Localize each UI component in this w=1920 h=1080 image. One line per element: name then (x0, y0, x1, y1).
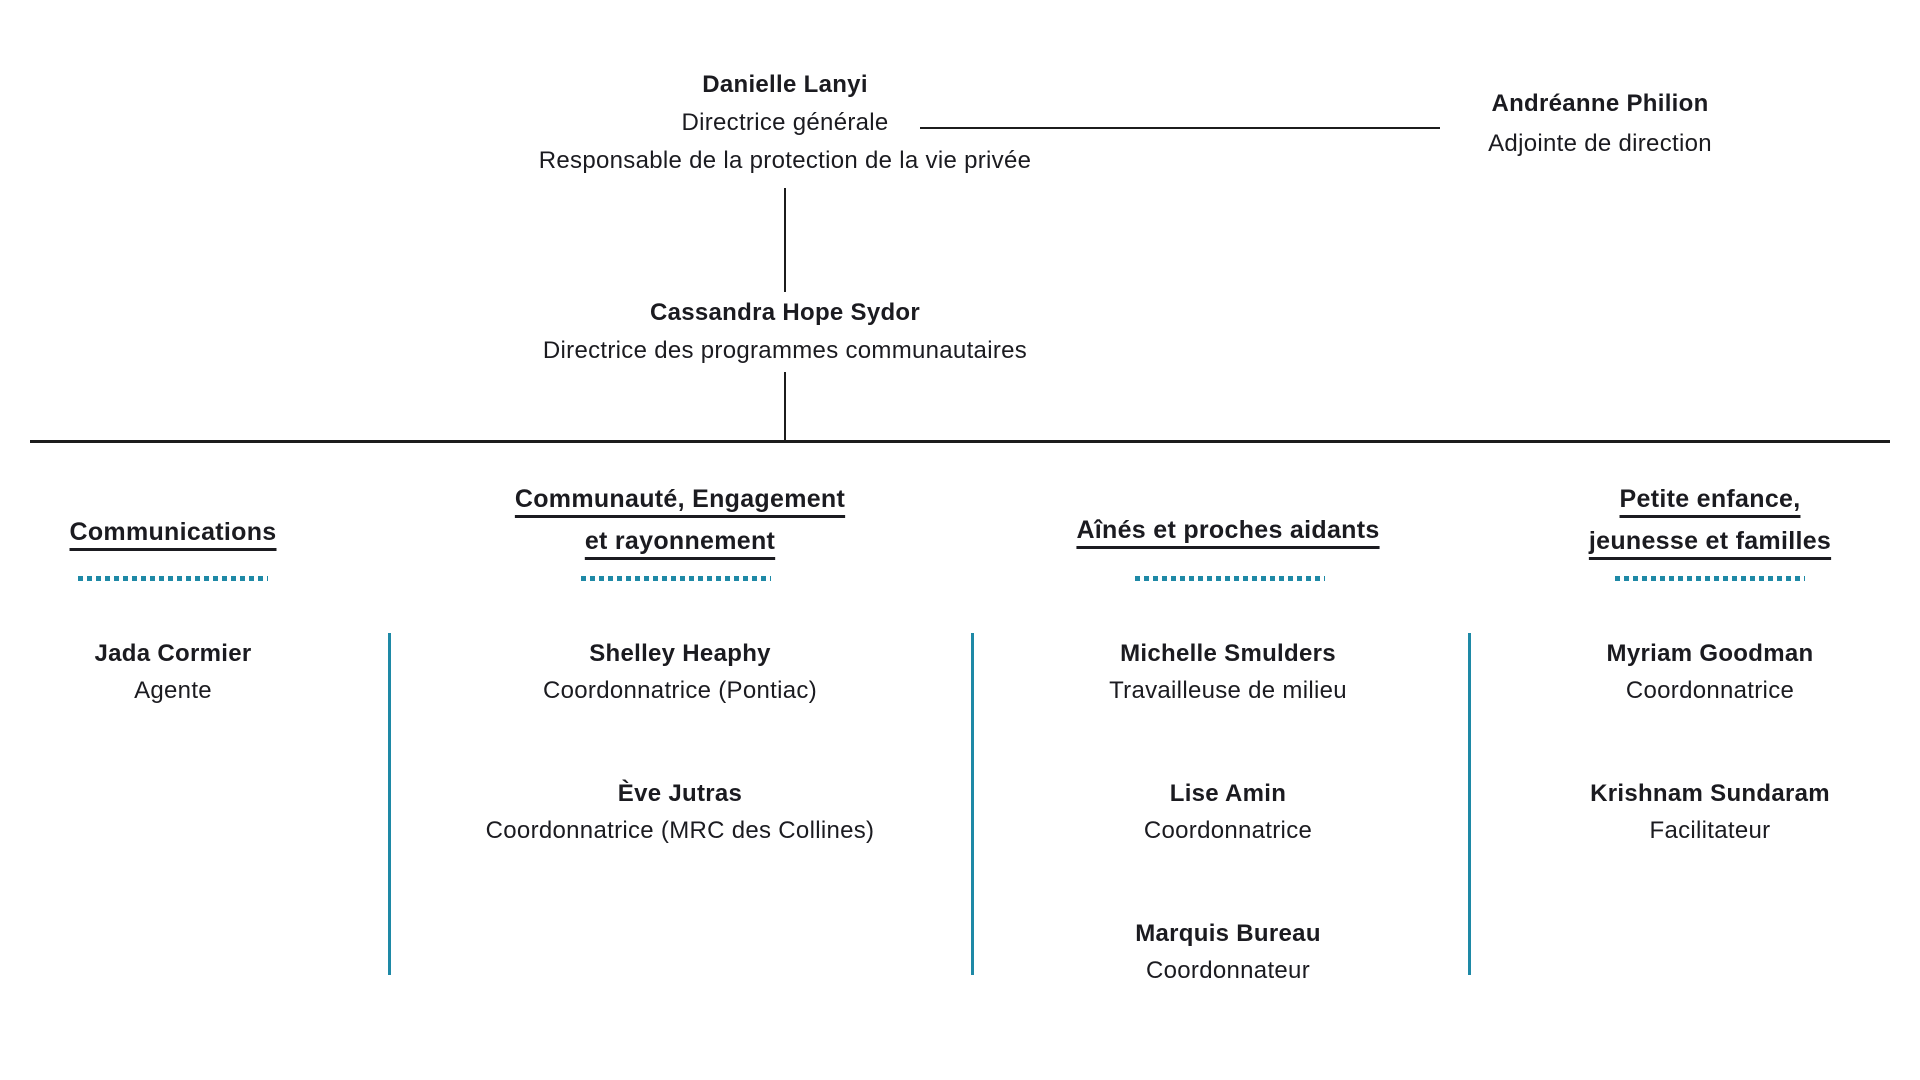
person-role: Coordonnateur (1145, 957, 1310, 984)
member-card: Ève Jutras Coordonnatrice (MRC des Colli… (430, 775, 930, 849)
person-role: Directrice des programmes communautaires (542, 337, 1028, 364)
person-name: Cassandra Hope Sydor (649, 299, 921, 326)
dept-title-petite-enfance: Petite enfance, jeunesse et familles (1490, 478, 1920, 562)
dotted-separator (1135, 576, 1325, 581)
member-card: Lise Amin Coordonnatrice (1003, 775, 1453, 849)
dept-title-line: jeunesse et familles (1588, 527, 1832, 555)
dept-title-line: Petite enfance, (1619, 485, 1801, 513)
node-adjointe-direction: Andréanne Philion Adjointe de direction (1420, 84, 1780, 164)
column-separator (388, 633, 391, 975)
dept-title-aines-proches-aidants: Aînés et proches aidants (1003, 509, 1453, 551)
connector-line-assistant (920, 127, 1440, 129)
person-role: Coordonnatrice (Pontiac) (542, 677, 817, 704)
person-role: Adjointe de direction (1488, 130, 1712, 157)
person-role: Agente (134, 677, 212, 704)
person-name: Lise Amin (1169, 780, 1287, 807)
person-name: Marquis Bureau (1135, 920, 1321, 947)
person-name: Jada Cormier (94, 640, 252, 667)
column-separator (1468, 633, 1471, 975)
dept-title-line: Communauté, Engagement (514, 485, 846, 513)
person-name: Andréanne Philion (1491, 90, 1709, 117)
dept-title-line: et rayonnement (584, 527, 776, 555)
connector-line-vertical-bottom (784, 372, 786, 442)
connector-line-vertical-top (784, 188, 786, 292)
dept-title-communications: Communications (23, 511, 323, 553)
member-card: Shelley Heaphy Coordonnatrice (Pontiac) (430, 635, 930, 709)
person-name: Ève Jutras (617, 780, 743, 807)
member-card: Krishnam Sundaram Facilitateur (1490, 775, 1920, 849)
dept-title-line: Communications (69, 518, 277, 546)
member-card: Jada Cormier Agente (23, 635, 323, 709)
node-directrice-programmes: Cassandra Hope Sydor Directrice des prog… (435, 294, 1135, 370)
person-name: Michelle Smulders (1120, 640, 1336, 667)
member-card: Michelle Smulders Travailleuse de milieu (1003, 635, 1453, 709)
dept-title-line: Aînés et proches aidants (1076, 516, 1380, 544)
person-role: Facilitateur (1649, 817, 1771, 844)
person-role: Directrice générale (681, 109, 889, 136)
node-directrice-generale: Danielle Lanyi Directrice générale Respo… (435, 66, 1135, 180)
column-separator (971, 633, 974, 975)
divider-line (30, 440, 1890, 443)
person-name: Danielle Lanyi (702, 71, 868, 98)
person-name: Shelley Heaphy (589, 640, 771, 667)
dotted-separator (78, 576, 268, 581)
person-name: Myriam Goodman (1606, 640, 1814, 667)
person-role: Coordonnatrice (1625, 677, 1795, 704)
person-name: Krishnam Sundaram (1590, 780, 1830, 807)
member-card: Marquis Bureau Coordonnateur (1003, 915, 1453, 989)
dotted-separator (581, 576, 771, 581)
member-card: Myriam Goodman Coordonnatrice (1490, 635, 1920, 709)
person-role: Coordonnatrice (1143, 817, 1313, 844)
person-role: Coordonnatrice (MRC des Collines) (485, 817, 875, 844)
dotted-separator (1615, 576, 1805, 581)
dept-title-communaute-engagement: Communauté, Engagement et rayonnement (430, 478, 930, 562)
person-role: Responsable de la protection de la vie p… (538, 147, 1032, 174)
person-role: Travailleuse de milieu (1109, 677, 1347, 704)
